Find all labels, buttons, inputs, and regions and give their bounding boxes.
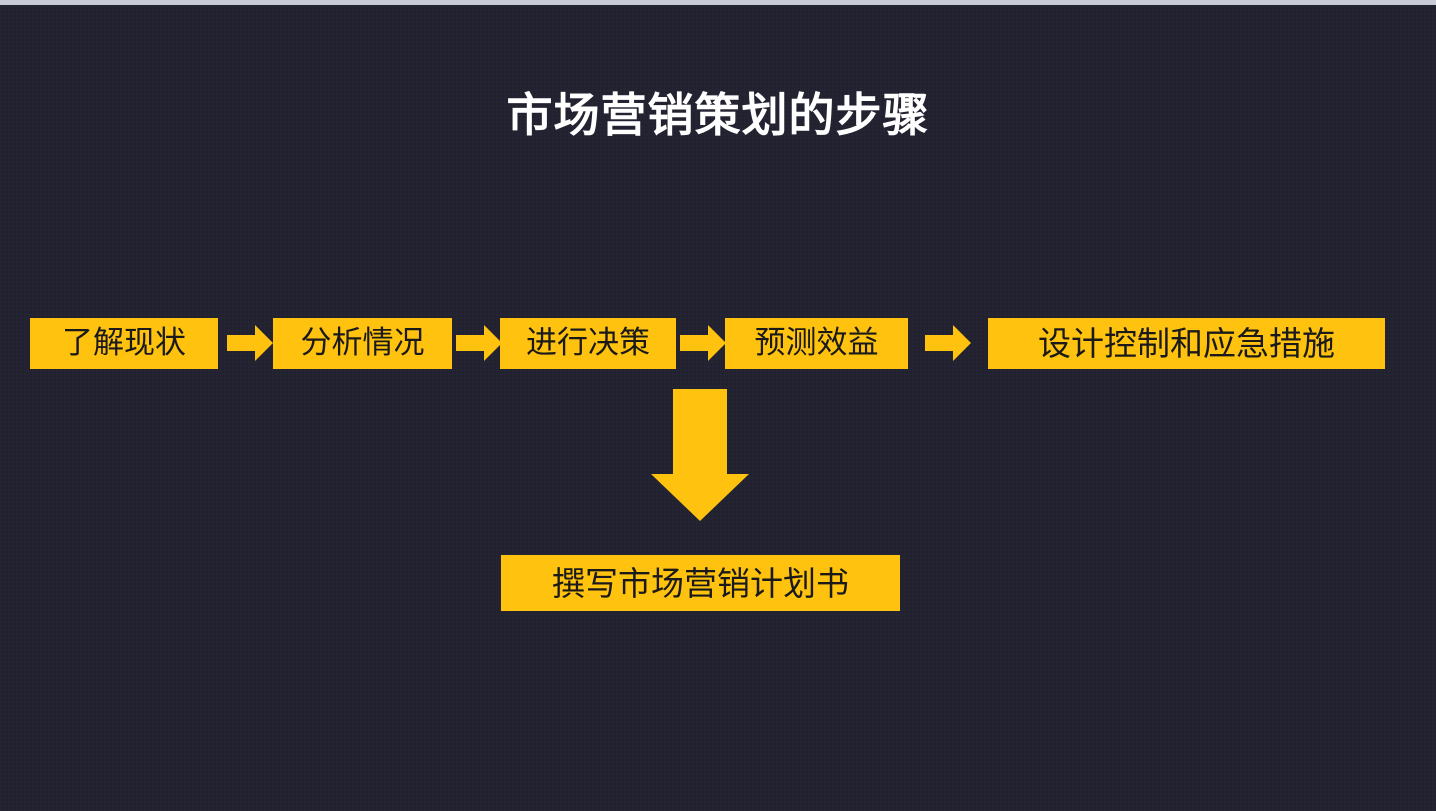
flow-result-box[interactable]: 撰写市场营销计划书 <box>501 555 900 611</box>
arrow-right-icon <box>925 324 972 362</box>
flow-step-box-4[interactable]: 预测效益 <box>725 318 908 369</box>
arrow-right-icon <box>456 324 503 362</box>
arrow-right-icon <box>680 324 727 362</box>
flow-step-label-5: 设计控制和应急措施 <box>1038 324 1335 363</box>
arrow-down-icon <box>650 389 750 522</box>
flow-step-label-3: 进行决策 <box>526 325 650 361</box>
flow-step-label-4: 预测效益 <box>754 325 879 361</box>
page-title: 市场营销策划的步骤 <box>506 88 930 142</box>
flow-result-label: 撰写市场营销计划书 <box>552 563 849 603</box>
flow-step-box-5[interactable]: 设计控制和应急措施 <box>988 318 1385 369</box>
flow-step-box-1[interactable]: 了解现状 <box>30 318 218 369</box>
arrow-right-icon <box>227 324 274 362</box>
flow-step-label-1: 了解现状 <box>62 325 186 361</box>
flow-step-box-3[interactable]: 进行决策 <box>500 318 676 369</box>
flow-step-label-2: 分析情况 <box>300 325 425 361</box>
flow-step-box-2[interactable]: 分析情况 <box>273 318 452 369</box>
slide-top-strip <box>0 0 1436 5</box>
